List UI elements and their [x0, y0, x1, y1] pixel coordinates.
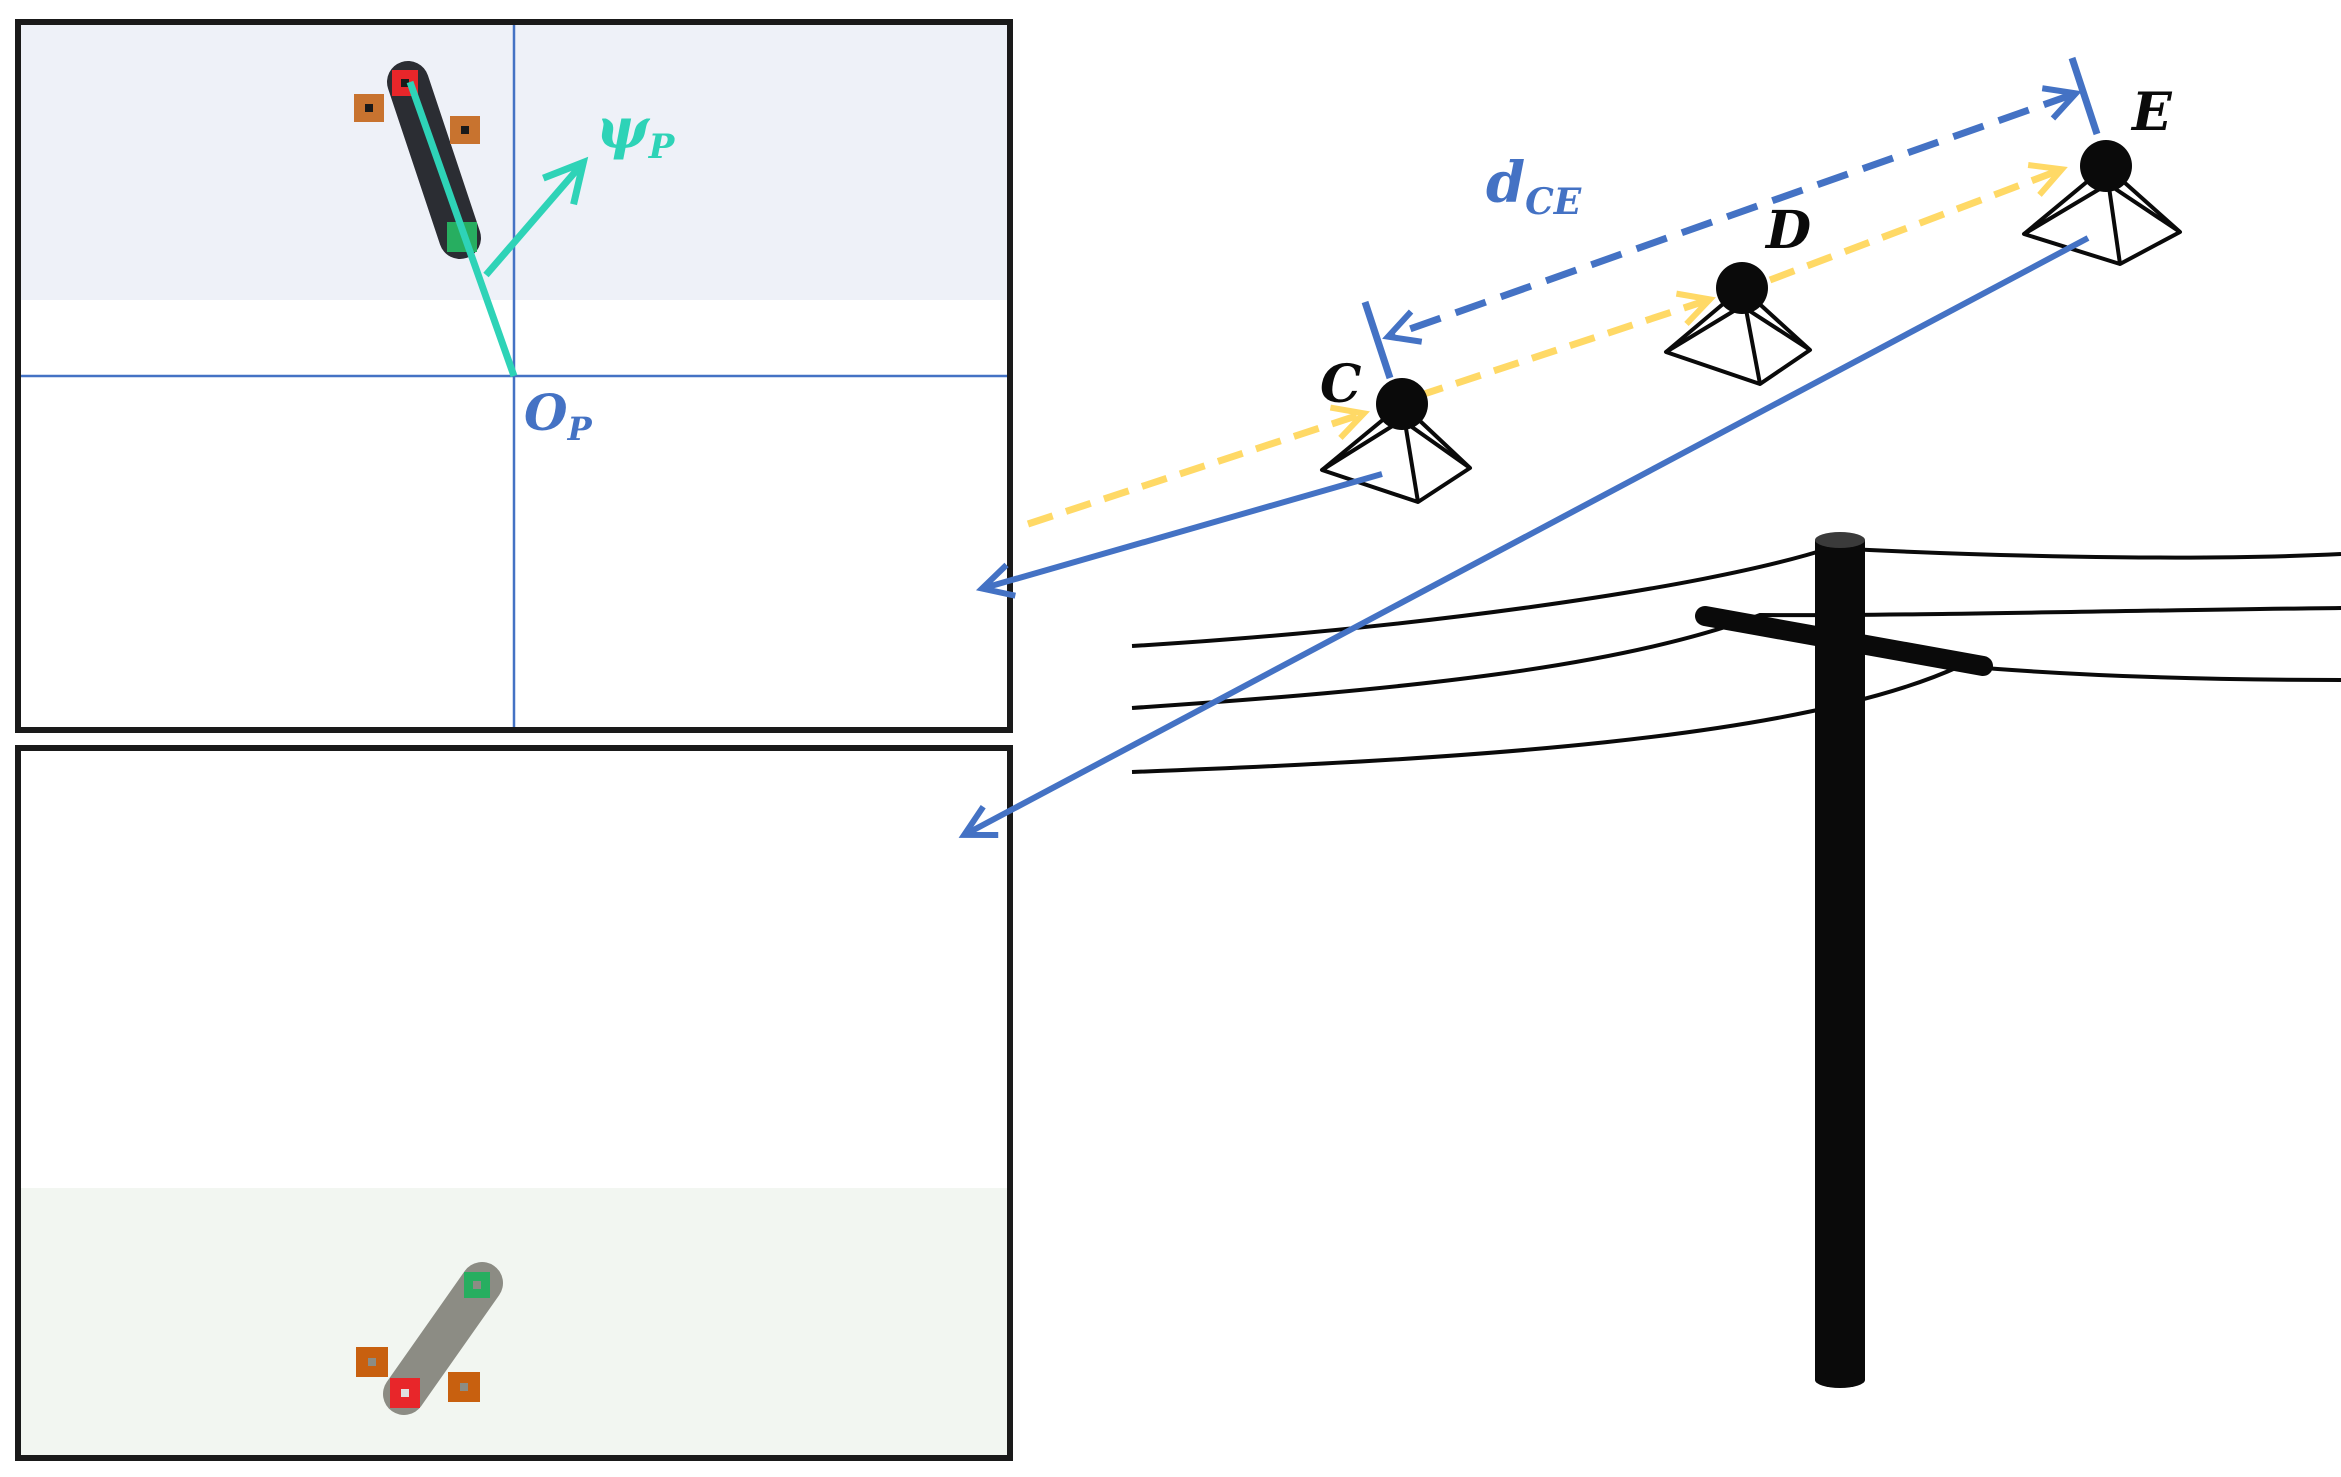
projection-arrow-e	[958, 235, 2090, 838]
utility-pole	[1695, 532, 1993, 1388]
camera-e-label: E	[2130, 82, 2173, 143]
bottom-panel-frame	[15, 745, 1013, 1461]
top-image-panel: ψP OP	[15, 19, 1013, 733]
distance-indicator: dCE	[1361, 56, 2101, 380]
insulator-bottom-detection	[356, 1262, 503, 1415]
distance-label: dCE	[1486, 150, 1582, 223]
tick-c	[1361, 300, 1394, 380]
camera-d: D	[1664, 200, 1812, 386]
bottom-image-panel	[15, 745, 1013, 1461]
origin-label: OP	[524, 383, 593, 448]
top-panel-frame	[15, 19, 1013, 733]
projection-arrow-c	[975, 471, 1383, 599]
psi-label: ψP	[596, 96, 676, 167]
camera-e: E	[2022, 82, 2182, 266]
camera-c: C	[1320, 354, 1472, 504]
power-lines	[1131, 545, 2341, 774]
heading-line	[406, 80, 518, 378]
camera-d-label: D	[1764, 200, 1811, 261]
trajectory-arrows	[1026, 161, 2068, 528]
tick-e	[2068, 56, 2101, 136]
camera-c-label: C	[1320, 354, 1361, 415]
bottom-panel-band	[20, 1188, 1010, 1456]
heading-arrow	[483, 156, 589, 278]
